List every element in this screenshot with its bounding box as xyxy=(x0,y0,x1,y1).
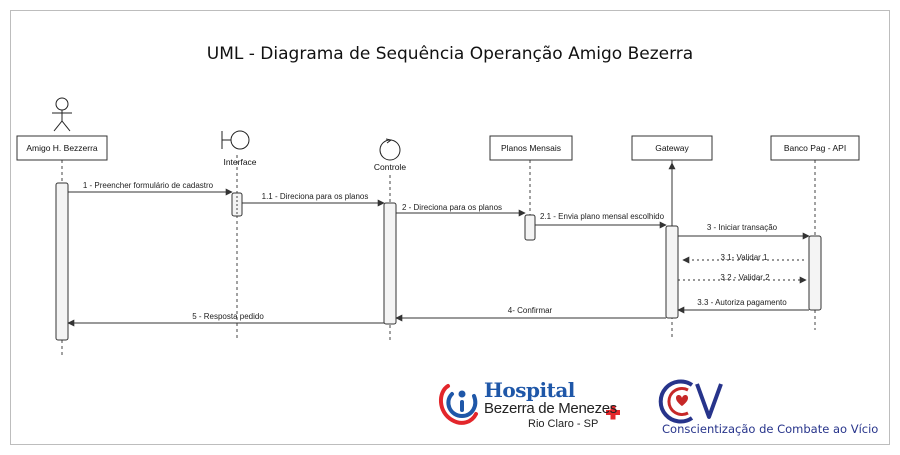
message-2-1-label: 2.1 - Envia plano mensal escolhido xyxy=(540,212,665,221)
activation-planos xyxy=(524,214,536,241)
message-4-label: 4- Confirmar xyxy=(508,306,553,315)
message-3-label: 3 - Iniciar transação xyxy=(707,223,778,232)
activation-banco xyxy=(808,235,822,311)
boundary-icon xyxy=(221,130,250,150)
message-1-1-label: 1.1 - Direciona para os planos xyxy=(262,192,369,201)
ccv-logo: Conscientização de Combate ao Vício xyxy=(662,378,882,438)
activation-controle xyxy=(383,202,397,325)
message-3-1-label: 3.1- Validar 1 xyxy=(721,253,769,262)
participant-box-amigo xyxy=(16,135,108,161)
ccv-name: Conscientização de Combate ao Vício xyxy=(662,422,879,436)
actor-icon xyxy=(52,97,72,132)
hospital-city: Rio Claro - SP xyxy=(528,418,599,430)
message-3-3-label: 3.3 - Autoriza pagamento xyxy=(697,298,787,307)
participant-label-controle: Controle xyxy=(374,162,406,172)
activation-amigo xyxy=(55,182,69,341)
hospital-emblem-icon xyxy=(439,384,478,425)
participant-label-planos: Planos Mensais xyxy=(501,143,561,153)
hospital-logo: Hospital Bezerra de Menezes Rio Claro - … xyxy=(440,378,630,434)
message-5-label: 5 - Resposta pedido xyxy=(192,312,264,321)
participant-box-banco xyxy=(770,135,860,161)
message-1-label: 1 - Preencher formulário de cadastro xyxy=(83,181,214,190)
message-3-2-label: 3.2 - Validar 2 xyxy=(720,273,770,282)
hospital-subtitle: Bezerra de Menezes xyxy=(484,400,618,417)
activation-gateway xyxy=(665,225,679,319)
hospital-name: Hospital xyxy=(484,378,575,402)
participant-box-planos xyxy=(489,135,573,161)
participant-label-interface: Interface xyxy=(223,157,256,167)
red-cross-icon xyxy=(606,405,620,420)
diagram-frame xyxy=(10,10,890,445)
participant-box-gateway xyxy=(631,135,713,161)
participant-label-banco: Banco Pag - API xyxy=(784,143,846,153)
participant-label-amigo: Amigo H. Bezzerra xyxy=(26,143,98,153)
message-2-label: 2 - Direciona para os planos xyxy=(402,203,502,212)
participant-label-gateway: Gateway xyxy=(655,143,689,153)
control-icon xyxy=(379,138,401,161)
diagram-title: UML - Diagrama de Sequência Operanção Am… xyxy=(206,44,694,64)
ccv-emblem-icon xyxy=(658,379,723,424)
